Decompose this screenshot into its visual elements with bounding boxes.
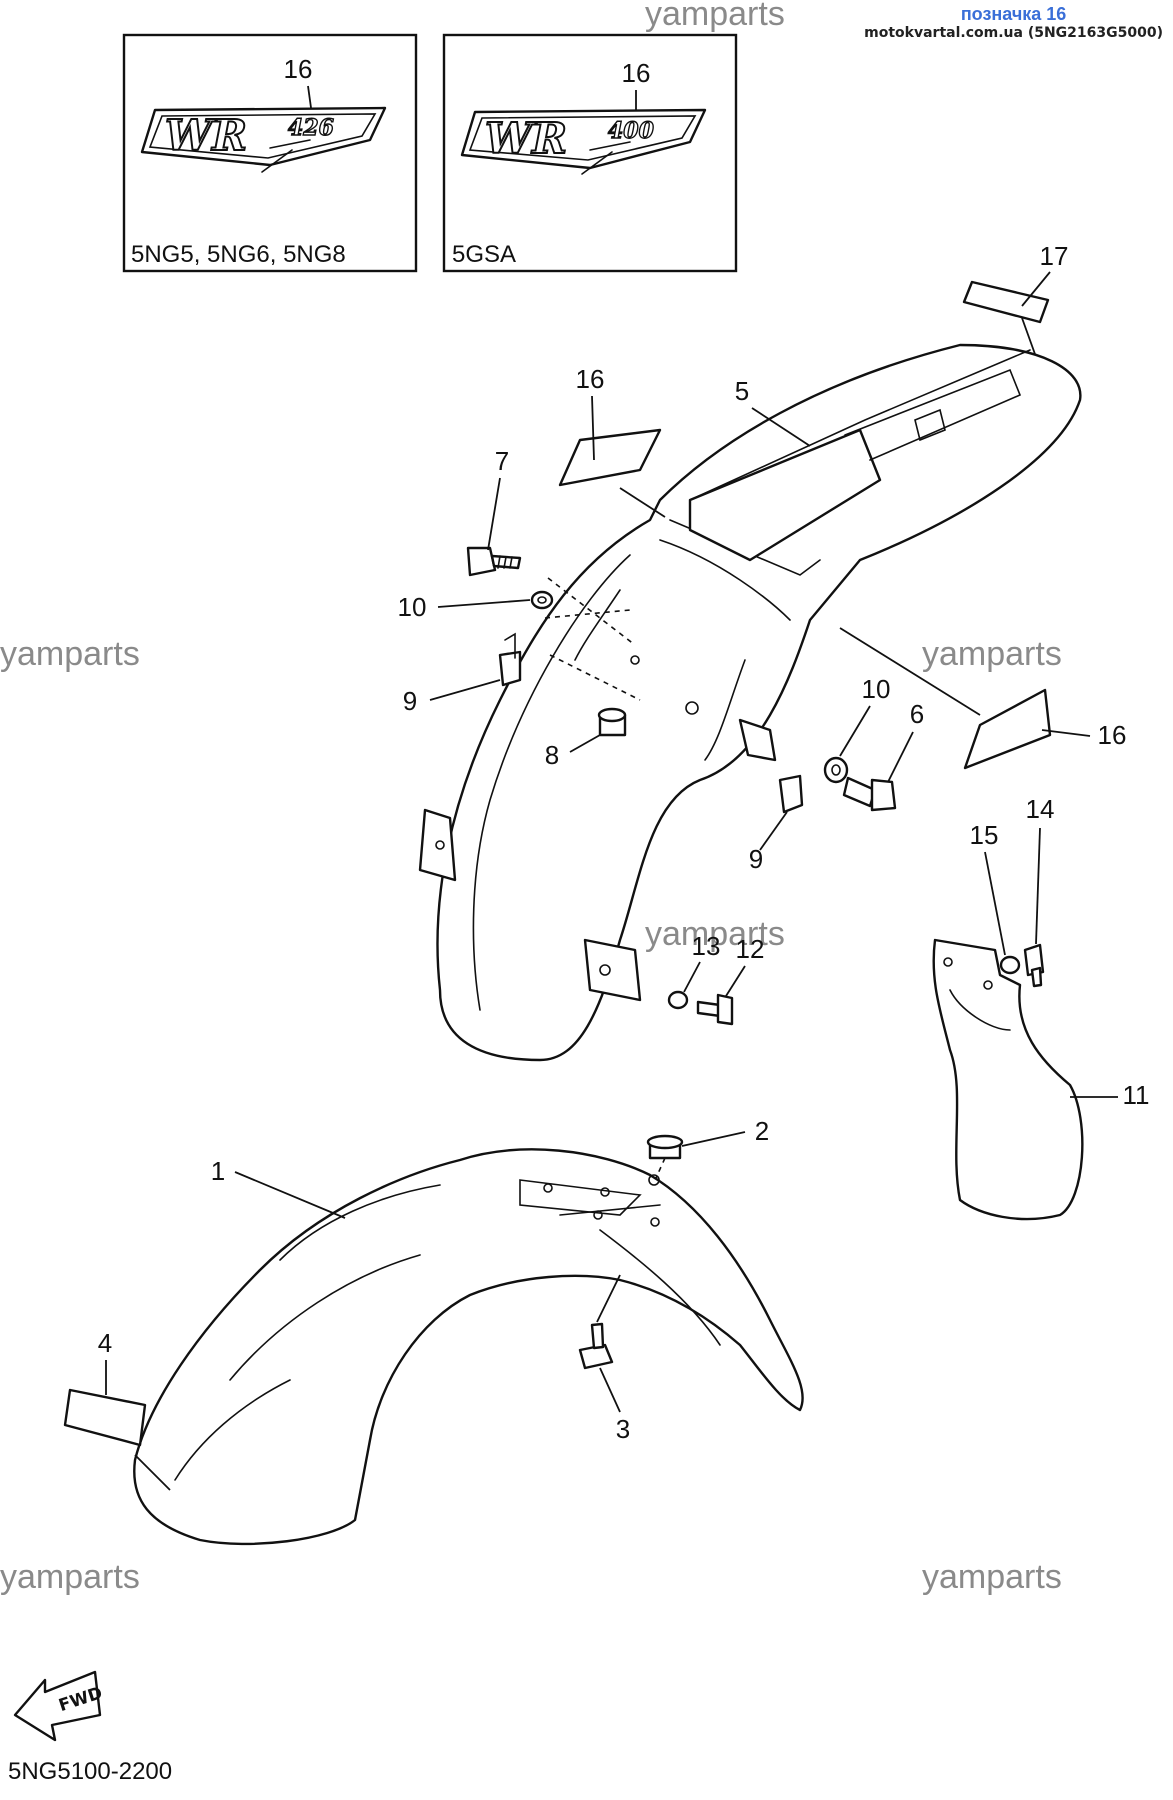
part-16-left-decal: 16	[558, 364, 666, 518]
callout-17: 17	[1040, 241, 1069, 271]
callout-15: 15	[970, 820, 999, 850]
part-10-washer-right: 10	[823, 674, 891, 784]
part-6-bolt: 6	[842, 699, 924, 812]
part-1-front-fender: 1	[133, 1148, 804, 1546]
page-subtitle: motokvartal.com.ua (5NG2163G5000)	[864, 25, 1163, 41]
inset-box-wr426: 16 WR 426 5NG5, 5NG6, 5NG8	[122, 33, 418, 273]
wr400-decal: WR 400	[460, 108, 707, 175]
callout-1: 1	[211, 1156, 225, 1186]
part-5-rear-fender: 5	[418, 343, 1082, 1062]
callout-13: 13	[692, 931, 721, 961]
callout-10a: 10	[398, 592, 427, 622]
callout-6: 6	[910, 699, 924, 729]
callout-10b: 10	[862, 674, 891, 704]
wr426-decal-text: WR	[165, 111, 247, 160]
part-10-washer-left: 10	[398, 590, 554, 622]
page-title: позначка 16	[960, 4, 1067, 24]
callout-11: 11	[1123, 1080, 1150, 1110]
callout-2: 2	[755, 1116, 769, 1146]
part-7-bolt: 7	[466, 446, 522, 577]
callout-12: 12	[736, 934, 765, 964]
inset-box-wr400: 16 WR 400 5GSA	[442, 33, 738, 273]
callout-5: 5	[735, 376, 749, 406]
part-15-washer: 15	[970, 820, 1021, 975]
part-11-mudflap: 11	[932, 938, 1150, 1221]
inset-1-part-number: 16	[284, 54, 313, 84]
part-8-grommet: 8	[545, 707, 627, 770]
watermark-left-mid: yamparts	[0, 635, 140, 673]
part-17-decal: 17	[962, 241, 1069, 369]
inset-2-caption: 5GSA	[452, 241, 516, 268]
callout-3: 3	[616, 1414, 630, 1444]
watermark-center: yamparts	[645, 915, 785, 953]
page-header: позначка 16 motokvartal.com.ua (5NG2163G…	[864, 4, 1163, 41]
inset-2-part-number: 16	[622, 58, 651, 88]
wr400-decal-text: WR	[485, 114, 567, 163]
wr426-decal-number: 426	[288, 115, 334, 141]
part-9-clip-left: 9	[403, 632, 522, 716]
diagram-code: 5NG5100-2200	[8, 1758, 173, 1785]
part-16-right-decal: 16	[839, 627, 1127, 770]
callout-8: 8	[545, 740, 559, 770]
watermark-right-bottom: yamparts	[922, 1558, 1062, 1596]
watermark-right-mid: yamparts	[922, 635, 1062, 673]
part-12-screw: 12	[696, 934, 765, 1026]
part-3-bolt: 3	[578, 1274, 630, 1444]
part-9-clip-right: 9	[749, 774, 804, 874]
callout-16a: 16	[576, 364, 605, 394]
callout-9b: 9	[749, 844, 763, 874]
callout-14: 14	[1026, 794, 1055, 824]
fwd-arrow-icon: FWD	[13, 1670, 105, 1742]
callout-16b: 16	[1098, 720, 1127, 750]
wr400-decal-number: 400	[608, 118, 655, 144]
part-14-screw: 14	[1023, 794, 1055, 988]
callout-9a: 9	[403, 686, 417, 716]
part-13-nut: 13	[667, 931, 721, 1010]
callout-4: 4	[98, 1328, 112, 1358]
part-4-label: 4	[63, 1328, 171, 1491]
inset-1-caption: 5NG5, 5NG6, 5NG8	[131, 241, 346, 268]
part-2-grommet: 2	[646, 1116, 769, 1186]
callout-7: 7	[495, 446, 509, 476]
watermark-top: yamparts	[645, 0, 785, 33]
watermark-left-bottom: yamparts	[0, 1558, 140, 1596]
wr426-decal: WR 426	[140, 106, 387, 173]
